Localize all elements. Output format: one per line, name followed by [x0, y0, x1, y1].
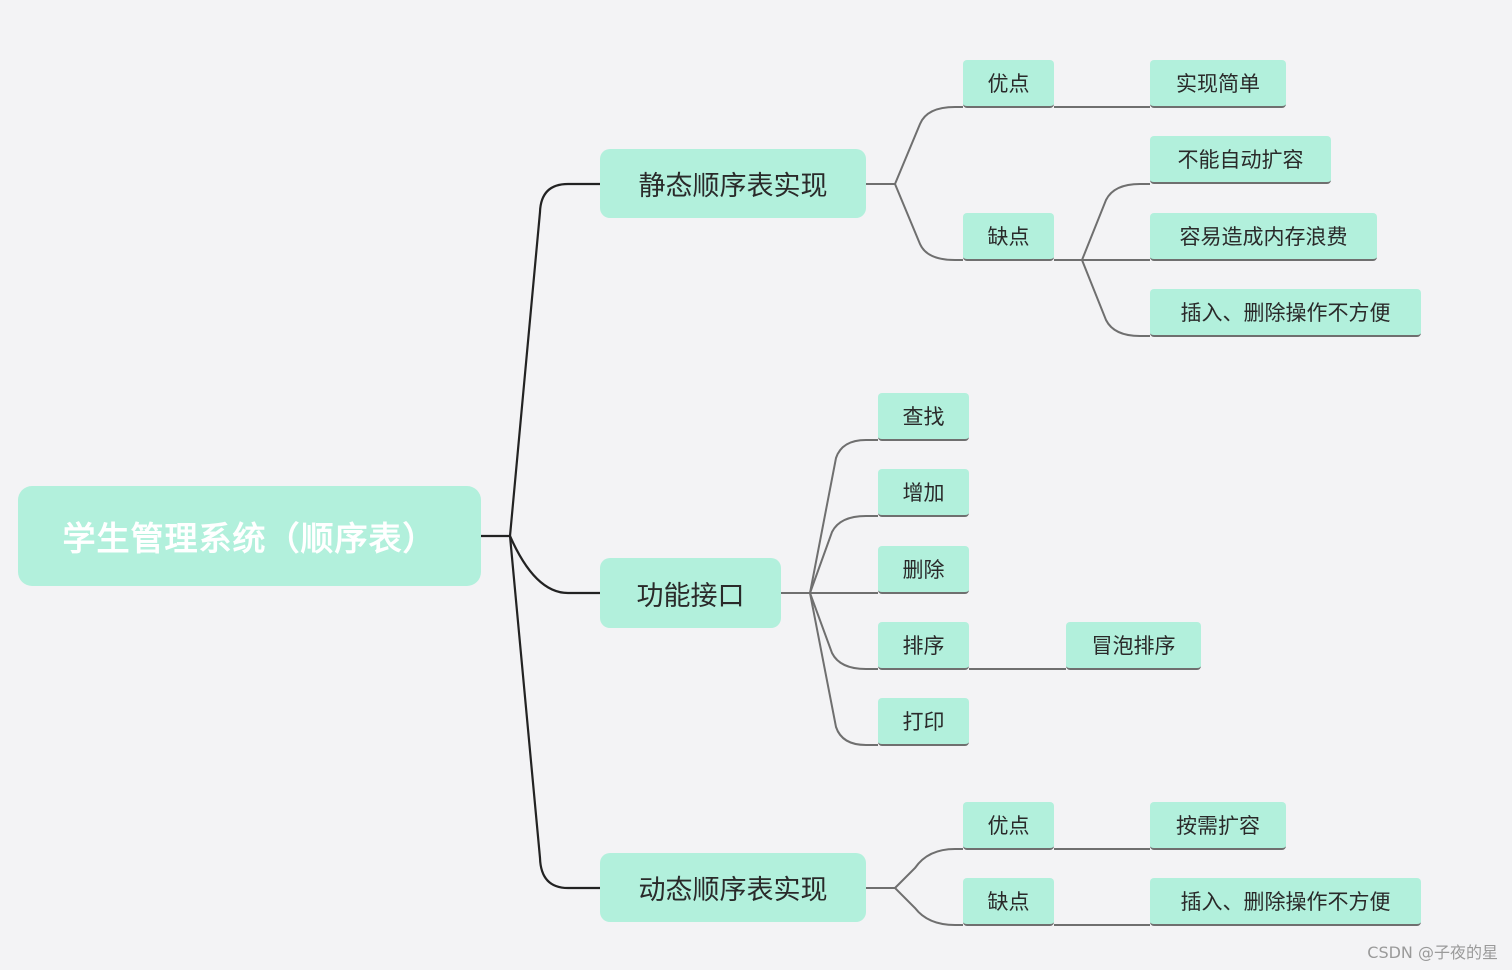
static-advantage-node[interactable]: 优点 [963, 60, 1054, 108]
function-add-node[interactable]: 增加 [878, 469, 969, 517]
static-disadvantage-item-node[interactable]: 不能自动扩容 [1150, 136, 1331, 184]
connector-static-to-advantage [894, 106, 963, 185]
connector-root-to-functions [508, 535, 600, 595]
connector-root-to-dynamic [508, 535, 600, 890]
connector-function-4 [809, 592, 878, 670]
dynamic-advantage-node[interactable]: 优点 [963, 802, 1054, 850]
root-topic-node[interactable]: 学生管理系统（顺序表） [18, 486, 481, 586]
dynamic-disadvantage-item-node[interactable]: 插入、删除操作不方便 [1150, 878, 1421, 926]
connector-function-2 [809, 515, 878, 594]
function-delete-node[interactable]: 删除 [878, 546, 969, 594]
dynamic-disadvantage-node[interactable]: 缺点 [963, 878, 1054, 926]
static-disadvantage-item-node[interactable]: 容易造成内存浪费 [1150, 213, 1377, 261]
static-disadvantage-node[interactable]: 缺点 [963, 213, 1054, 261]
connector-static-disadvantage-item-1 [1081, 183, 1150, 261]
connector-static-disadvantage-item-3 [1081, 259, 1150, 337]
connector-root-to-static [508, 182, 600, 537]
static-impl-node[interactable]: 静态顺序表实现 [600, 149, 866, 218]
dynamic-impl-node[interactable]: 动态顺序表实现 [600, 853, 866, 922]
functions-node[interactable]: 功能接口 [600, 558, 781, 628]
connector-dynamic-to-disadvantage [894, 887, 963, 926]
function-print-node[interactable]: 打印 [878, 698, 969, 746]
function-search-node[interactable]: 查找 [878, 393, 969, 441]
function-sort-node[interactable]: 排序 [878, 622, 969, 670]
watermark-text: CSDN @子夜的星 [1367, 943, 1498, 962]
dynamic-advantage-item-node[interactable]: 按需扩容 [1150, 802, 1286, 850]
connector-dynamic-to-advantage [894, 848, 963, 889]
connector-function-1 [809, 439, 878, 594]
sort-detail-node[interactable]: 冒泡排序 [1066, 622, 1201, 670]
static-disadvantage-item-node[interactable]: 插入、删除操作不方便 [1150, 289, 1421, 337]
static-advantage-item-node[interactable]: 实现简单 [1150, 60, 1286, 108]
connector-static-to-disadvantage [894, 183, 963, 261]
connector-function-5 [809, 592, 878, 746]
